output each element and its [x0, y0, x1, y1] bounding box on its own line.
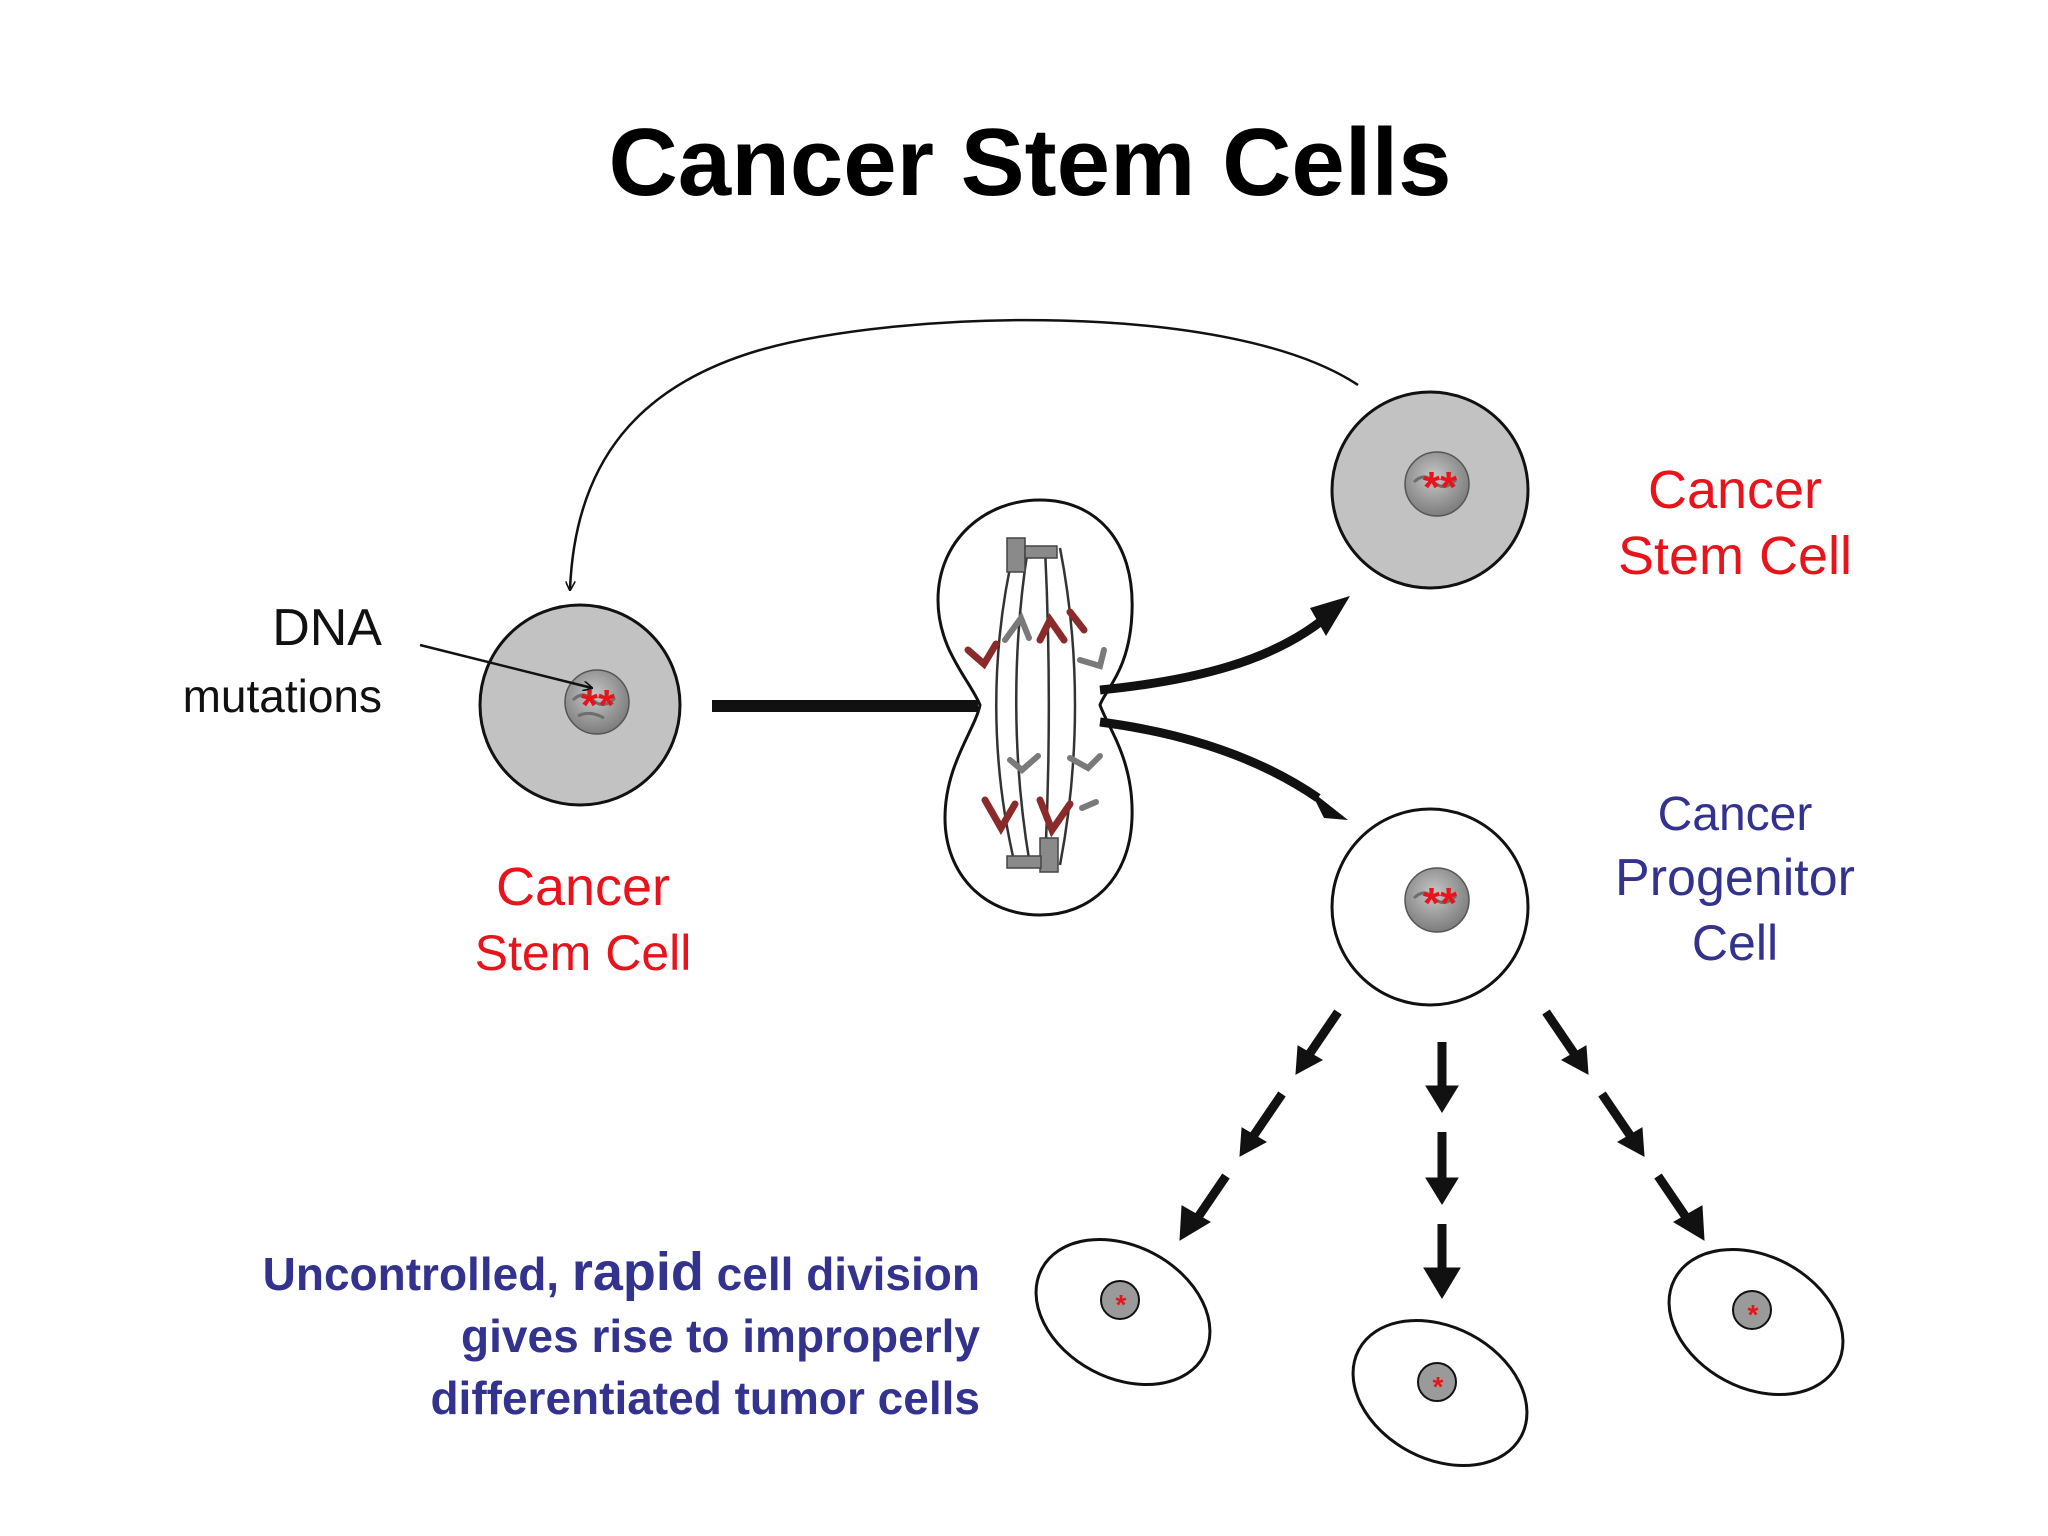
tumor-cell-left-mutation: * [1116, 1289, 1127, 1320]
arrow-center-vertical [1423, 1042, 1461, 1299]
dna-label: DNA [272, 599, 382, 657]
arrow-to-stem-cell-head [1310, 596, 1350, 636]
daughter-stem-label-line1: Cancer [1648, 460, 1822, 520]
arrow-to-progenitor-cell [1099, 717, 1321, 802]
daughter-stem-mutation-marks: ** [1423, 463, 1458, 512]
tumor-cell-right: * [1667, 1247, 1845, 1397]
tumor-cell-left-nucleus [1100, 1280, 1140, 1320]
arrow-left-diagonal [1179, 1009, 1342, 1241]
parent-mutation-marks: ** [581, 681, 616, 730]
progenitor-label-line1: Cancer [1658, 788, 1813, 841]
tumor-cell-center: * [1351, 1318, 1529, 1468]
caption-line2: gives rise to improperly [461, 1310, 980, 1362]
cancer-progenitor-cell: ** [1330, 807, 1530, 1007]
page-title: Cancer Stem Cells [608, 109, 1451, 216]
caption-line1-emphasis: rapid [572, 1242, 704, 1302]
daughter-stem-label-line2: Stem Cell [1618, 526, 1852, 586]
tumor-cell-left: * [1034, 1237, 1212, 1387]
parent-cancer-stem-cell: ** [478, 603, 682, 807]
parent-cell-label-line2: Stem Cell [475, 925, 692, 981]
caption-line3: differentiated tumor cells [430, 1372, 980, 1424]
caption-line1-part1: Uncontrolled, [263, 1248, 572, 1300]
arrow-right-diagonal [1542, 1009, 1705, 1241]
tumor-cell-right-nucleus [1732, 1290, 1772, 1330]
progenitor-label-line3: Cell [1692, 915, 1778, 971]
arrow-to-stem-cell [1099, 618, 1323, 695]
tumor-cell-right-mutation: * [1748, 1299, 1759, 1330]
tumor-cell-center-nucleus [1417, 1362, 1457, 1402]
caption-line1-part3: cell division [704, 1248, 980, 1300]
dna-pointer-arrow [419, 643, 592, 688]
self-renewal-arrow [570, 318, 1359, 590]
tumor-cell-center-mutation: * [1433, 1371, 1444, 1402]
arrow-to-progenitor-cell-head [1310, 790, 1348, 820]
dividing-cell [936, 498, 1134, 917]
parent-cell-label-line1: Cancer [496, 857, 670, 917]
progenitor-mutation-marks: ** [1423, 879, 1458, 928]
progenitor-label-line2: Progenitor [1615, 849, 1855, 907]
caption-line1: Uncontrolled, rapid cell division [263, 1242, 980, 1302]
daughter-cancer-stem-cell: ** [1330, 390, 1530, 590]
differentiation-arrows [1179, 1009, 1705, 1299]
mutations-label: mutations [183, 670, 382, 722]
